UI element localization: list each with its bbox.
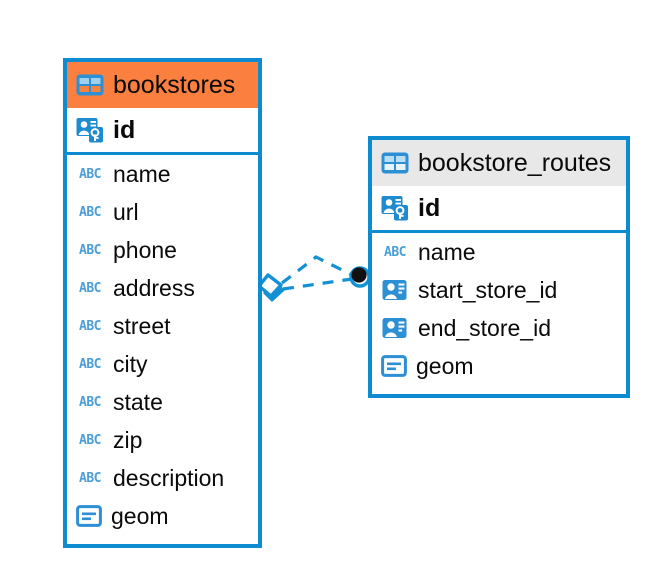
abc-text-label: ABC bbox=[79, 242, 101, 258]
geometry-icon bbox=[76, 505, 102, 527]
table-icon bbox=[76, 74, 104, 96]
field-label-phone: phone bbox=[113, 236, 177, 263]
relationship-line-lower bbox=[282, 277, 353, 291]
field-row-address[interactable]: ABC address bbox=[67, 269, 258, 307]
field-label-name: name bbox=[113, 160, 171, 187]
abc-text-label: ABC bbox=[79, 394, 101, 410]
field-row-end-store-id[interactable]: end_store_id bbox=[372, 309, 626, 347]
diamond-crows-foot-marker bbox=[257, 273, 286, 303]
field-label-end-store-id: end_store_id bbox=[418, 314, 551, 341]
field-row-city[interactable]: ABC city bbox=[67, 345, 258, 383]
geometry-icon bbox=[381, 355, 407, 377]
field-label-id: id bbox=[418, 193, 441, 222]
entity-title-bookstore-routes: bookstore_routes bbox=[418, 148, 612, 177]
entity-header-bookstore-routes[interactable]: bookstore_routes bbox=[372, 140, 626, 186]
abc-text-label: ABC bbox=[79, 166, 101, 182]
field-label-url: url bbox=[113, 198, 139, 225]
abc-text-label: ABC bbox=[79, 356, 101, 372]
abc-text-label: ABC bbox=[79, 318, 101, 334]
field-label-start-store-id: start_store_id bbox=[418, 276, 558, 303]
field-row-description[interactable]: ABC description bbox=[67, 459, 258, 497]
field-label-address: address bbox=[113, 274, 195, 301]
field-label-zip: zip bbox=[113, 426, 143, 453]
filled-circle-marker bbox=[349, 266, 371, 288]
field-row-url[interactable]: ABC url bbox=[67, 193, 258, 231]
abc-text-icon: ABC bbox=[76, 394, 104, 410]
field-row-geom[interactable]: geom bbox=[67, 497, 258, 535]
field-row-state[interactable]: ABC state bbox=[67, 383, 258, 421]
field-row-street[interactable]: ABC street bbox=[67, 307, 258, 345]
field-label-id: id bbox=[113, 115, 136, 144]
field-label-name: name bbox=[418, 238, 476, 265]
abc-text-icon: ABC bbox=[76, 470, 104, 486]
field-row-name[interactable]: ABC name bbox=[372, 233, 626, 271]
entity-bookstore-routes[interactable]: bookstore_routes id bbox=[368, 136, 630, 398]
abc-text-icon: ABC bbox=[76, 318, 104, 334]
field-row-zip[interactable]: ABC zip bbox=[67, 421, 258, 459]
abc-text-icon: ABC bbox=[76, 242, 104, 258]
foreign-key-icon bbox=[381, 315, 409, 341]
primary-key-icon bbox=[381, 195, 409, 221]
abc-text-label: ABC bbox=[79, 280, 101, 296]
field-row-start-store-id[interactable]: start_store_id bbox=[372, 271, 626, 309]
entity-header-bookstores[interactable]: bookstores bbox=[67, 62, 258, 108]
field-row-phone[interactable]: ABC phone bbox=[67, 231, 258, 269]
abc-text-label: ABC bbox=[384, 244, 406, 260]
foreign-key-icon bbox=[381, 277, 409, 303]
abc-text-icon: ABC bbox=[76, 204, 104, 220]
abc-text-icon: ABC bbox=[76, 432, 104, 448]
abc-text-label: ABC bbox=[79, 470, 101, 486]
field-label-city: city bbox=[113, 350, 148, 377]
field-label-geom: geom bbox=[111, 502, 169, 529]
field-label-street: street bbox=[113, 312, 171, 339]
abc-text-label: ABC bbox=[79, 204, 101, 220]
abc-text-label: ABC bbox=[79, 432, 101, 448]
field-row-name[interactable]: ABC name bbox=[67, 155, 258, 193]
field-row-geom[interactable]: geom bbox=[372, 347, 626, 385]
relationship-line-upper bbox=[281, 255, 353, 285]
field-row-id[interactable]: id bbox=[372, 186, 626, 233]
field-label-state: state bbox=[113, 388, 163, 415]
field-label-geom: geom bbox=[416, 352, 474, 379]
abc-text-icon: ABC bbox=[76, 166, 104, 182]
entity-title-bookstores: bookstores bbox=[113, 70, 236, 99]
abc-text-icon: ABC bbox=[76, 356, 104, 372]
table-icon bbox=[381, 152, 409, 174]
field-label-description: description bbox=[113, 464, 225, 491]
field-row-id[interactable]: id bbox=[67, 108, 258, 155]
abc-text-icon: ABC bbox=[76, 280, 104, 296]
primary-key-icon bbox=[76, 117, 104, 143]
entity-bookstores[interactable]: bookstores id A bbox=[63, 58, 262, 548]
abc-text-icon: ABC bbox=[381, 244, 409, 260]
